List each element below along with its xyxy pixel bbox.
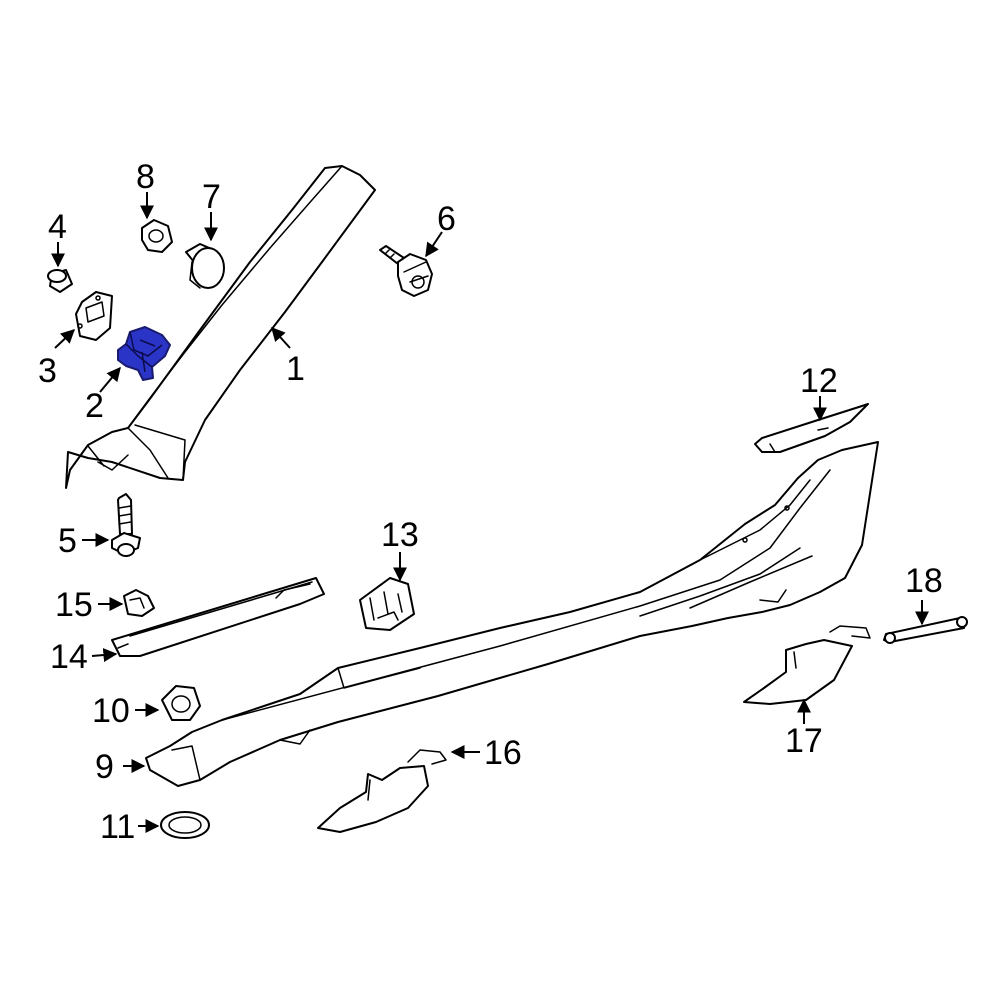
part-14-sill-strip[interactable] [111, 577, 325, 657]
callout-5[interactable]: 5 [58, 522, 77, 560]
part-17-rear-splash-guard[interactable] [743, 625, 871, 705]
part-6-bolt[interactable] [379, 245, 433, 297]
callout-2[interactable]: 2 [85, 387, 104, 425]
part-4-rivet[interactable] [47, 269, 73, 293]
callout-9[interactable]: 9 [95, 748, 114, 786]
part-16-front-splash-guard[interactable] [317, 749, 447, 833]
callout-6[interactable]: 6 [437, 200, 456, 238]
leader-lines [51, 192, 929, 833]
part-7-push-clip[interactable] [185, 243, 225, 289]
callout-3[interactable]: 3 [38, 352, 57, 390]
part-5-screw[interactable] [111, 493, 141, 557]
callout-17[interactable]: 17 [785, 722, 823, 760]
callout-1[interactable]: 1 [286, 350, 305, 388]
part-18-rod[interactable] [883, 616, 968, 644]
part-12-moulding[interactable] [754, 403, 869, 453]
part-13-bracket[interactable] [359, 577, 415, 631]
callout-4[interactable]: 4 [48, 208, 67, 246]
part-15-clip[interactable] [123, 589, 155, 617]
callout-14[interactable]: 14 [50, 638, 88, 676]
callout-8[interactable]: 8 [136, 158, 155, 196]
callout-13[interactable]: 13 [381, 516, 419, 554]
callout-12[interactable]: 12 [800, 362, 838, 400]
callout-18[interactable]: 18 [905, 562, 943, 600]
part-10-plug[interactable] [161, 685, 201, 721]
part-2-bracket-highlighted[interactable] [117, 326, 171, 381]
part-11-seal-ring[interactable] [160, 811, 210, 839]
part-8-grommet[interactable] [141, 219, 173, 253]
part-3-clip-plate[interactable] [75, 291, 113, 341]
callout-11[interactable]: 11 [100, 808, 135, 846]
callout-16[interactable]: 16 [484, 734, 522, 772]
part-9-rocker-panel[interactable] [145, 441, 879, 787]
callout-7[interactable]: 7 [202, 178, 221, 216]
part-1-a-pillar-trim[interactable] [65, 165, 376, 489]
callout-15[interactable]: 15 [55, 586, 93, 624]
callout-labels: 1 2 3 4 5 6 7 8 9 10 11 12 13 14 15 16 1… [38, 158, 943, 846]
callout-10[interactable]: 10 [92, 692, 130, 730]
